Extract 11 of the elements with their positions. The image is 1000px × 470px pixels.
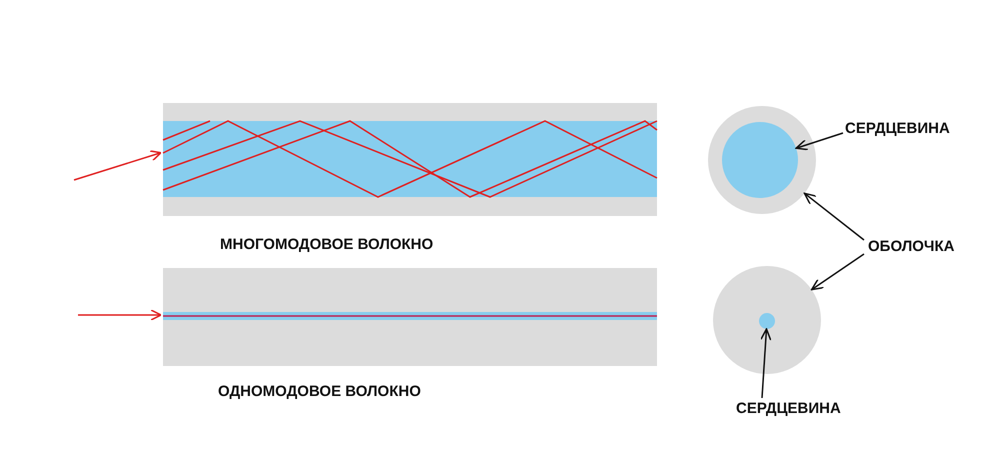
leader-line xyxy=(810,253,864,290)
callout-text: ОБОЛОЧКА xyxy=(868,238,954,256)
core-circle xyxy=(722,122,798,198)
leader-line xyxy=(795,132,844,150)
leader-line xyxy=(760,328,772,398)
leader-line xyxy=(804,192,864,241)
fiber-caption: МНОГОМОДОВОЕ ВОЛОКНО xyxy=(220,236,434,254)
callout-text: СЕРДЦЕВИНА xyxy=(845,120,950,138)
fiber-caption: ОДНОМОДОВОЕ ВОЛОКНО xyxy=(218,383,421,401)
core-circle xyxy=(759,313,775,329)
callout-text: СЕРДЦЕВИНА xyxy=(736,400,841,418)
